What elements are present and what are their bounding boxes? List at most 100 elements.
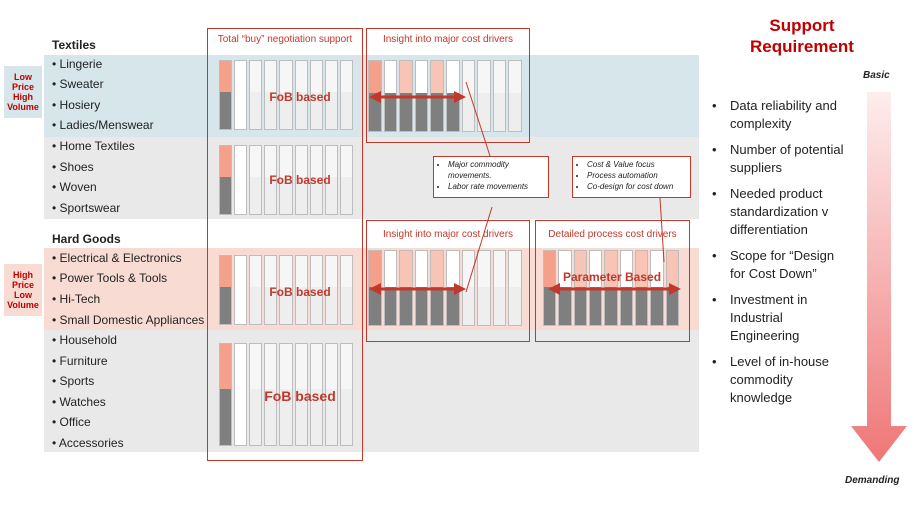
column-top-segment [265,256,277,287]
category-item: • Furniture [52,354,108,368]
cost-column [430,250,444,326]
column-top-segment [559,251,571,287]
bullet-marker: • [52,57,57,71]
category-item: • Sports [52,374,94,388]
bullet-marker: • [52,180,57,194]
support-item-label: Needed product standardization v differe… [730,186,829,237]
column-bottom-segment [280,91,292,129]
bullet-marker: • [712,142,717,157]
bullet-marker: • [52,251,57,265]
category-item: • Power Tools & Tools [52,271,167,285]
cost-column [492,250,507,326]
bullet-marker: • [52,271,57,285]
category-item-label: Office [59,415,91,429]
column-top-segment [431,61,443,93]
column-top-segment [636,251,648,287]
category-item-label: Sweater [59,77,104,91]
category-item: • Shoes [52,160,94,174]
column-bottom-segment [325,176,337,214]
category-item: • Office [52,415,91,429]
column-bottom-segment [295,176,307,214]
insight-bottom-title: Insight into major cost drivers [382,229,514,240]
column-bottom-segment [509,92,521,131]
column-top-segment [295,146,307,177]
detailed-frame [535,220,690,342]
column-bottom-segment [384,286,397,325]
cost-column [324,145,338,215]
cost-column [234,145,248,215]
cost-column [543,250,557,326]
column-bottom-segment [265,176,277,214]
column-top-segment [220,256,232,287]
support-item: •Level of in-house commodity knowledge [708,353,848,407]
support-item-label: Data reliability and complexity [730,98,837,131]
column-top-segment [666,251,678,287]
column-bottom-segment [605,286,617,325]
cost-column [219,145,233,215]
category-item-label: Lingerie [59,57,103,71]
callout-commodity-item-1: Major commodity movements. [448,159,544,181]
bullet-marker: • [52,395,57,409]
category-item: • Lingerie [52,57,102,71]
category-item: • Accessories [52,436,124,450]
cost-column [324,343,338,446]
column-bottom-segment [651,286,663,325]
category-item-label: Hi-Tech [59,292,101,306]
insight-bottom-frame [366,220,530,342]
category-item-label: Watches [59,395,106,409]
column-top-segment [509,61,521,93]
cost-column [492,60,507,132]
cost-column [294,343,308,446]
column-top-segment [590,251,602,287]
column-bottom-segment [340,389,352,445]
demand-arrow [851,92,907,462]
bullet-marker: • [52,333,57,347]
column-top-segment [295,61,307,92]
callout-commodity: Major commodity movements. Labor rate mo… [433,156,549,198]
column-bottom-segment [493,92,506,131]
cost-column [573,250,587,326]
callout-cost-value-item-3: Co-design for cost down [587,181,686,192]
column-top-segment [325,61,337,92]
column-top-segment [574,251,586,287]
category-item: • Hosiery [52,98,100,112]
column-bottom-segment [636,286,648,325]
column-top-segment [310,146,322,177]
column-bottom-segment [559,286,571,325]
category-item: • Hi-Tech [52,292,100,306]
fob-panel-1 [219,60,355,130]
bullet-marker: • [52,118,57,132]
column-bottom-segment [369,92,381,131]
column-bottom-segment [280,176,292,214]
column-top-segment [235,256,247,287]
column-top-segment [620,251,632,287]
column-bottom-segment [265,91,277,129]
column-bottom-segment [220,286,232,324]
column-bottom-segment [235,91,247,129]
cost-column [264,60,278,130]
category-item-label: Electrical & Electronics [59,251,182,265]
column-top-segment [280,344,292,390]
basic-label: Basic [863,70,890,81]
cost-column [383,60,398,132]
column-bottom-segment [265,389,277,445]
column-top-segment [220,146,232,177]
column-top-segment [509,251,521,287]
column-bottom-segment [325,389,337,445]
insight-top-frame [366,28,530,143]
fob-panel-4 [219,343,355,446]
category-item: • Watches [52,395,106,409]
category-item: • Sportswear [52,201,120,215]
column-top-segment [493,251,506,287]
fob-label-1: FoB based [269,90,331,104]
cost-column [339,343,353,446]
column-top-segment [280,61,292,92]
insight-top-panel [368,60,524,132]
column-bottom-segment [250,389,262,445]
bullet-marker: • [712,354,717,369]
segment-label-low: Low Price High Volume [4,66,42,118]
column-bottom-segment [235,286,247,324]
column-top-segment [220,344,232,390]
column-bottom-segment [493,286,506,325]
cost-column [339,60,353,130]
